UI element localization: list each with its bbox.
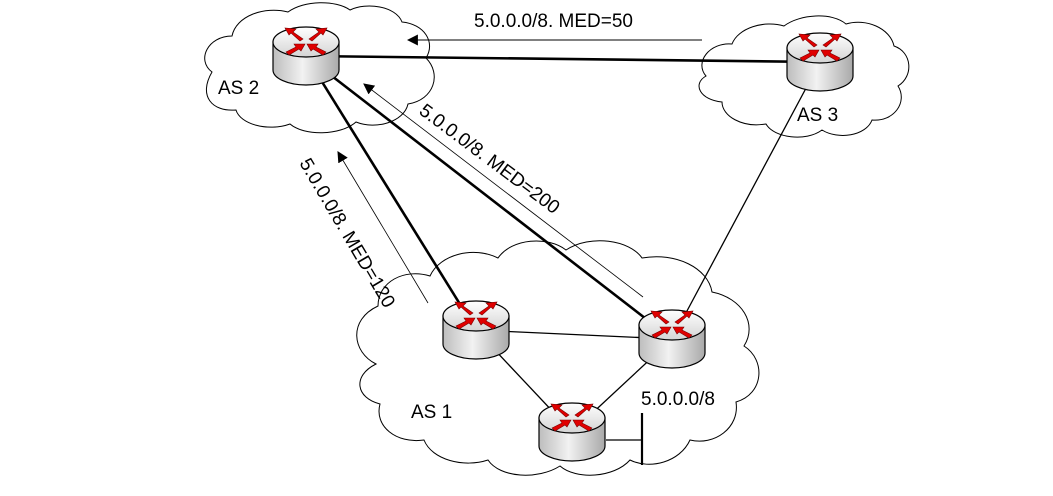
adv-arrow-as1-left-to-as2	[337, 151, 429, 304]
router-icon	[442, 300, 510, 360]
router-icon	[538, 402, 606, 462]
link-as3-as1-right	[671, 61, 821, 340]
adv-label-as3-to-as2: 5.0.0.0/8. MED=50	[474, 11, 633, 32]
as2-router	[272, 26, 340, 86]
as3-label: AS 3	[797, 105, 838, 126]
as1-left-router	[442, 300, 510, 360]
adv-label-as1-right-to-as2: 5.0.0.0/8. MED=200	[415, 100, 563, 218]
link-as2-as1-left	[304, 55, 478, 331]
as2-label: AS 2	[218, 78, 259, 99]
router-icon	[786, 32, 854, 92]
network-prefix-label: 5.0.0.0/8	[641, 389, 715, 410]
router-icon	[272, 26, 340, 86]
as1-bottom-router	[538, 402, 606, 462]
router-icon	[638, 309, 706, 369]
adv-arrow-as1-right-to-as2	[363, 83, 644, 298]
link-as2-as1-right	[305, 54, 673, 341]
link-as2-as3	[305, 54, 821, 64]
as1-label: AS 1	[411, 402, 452, 423]
as3-router	[786, 32, 854, 92]
as1-right-router	[638, 309, 706, 369]
